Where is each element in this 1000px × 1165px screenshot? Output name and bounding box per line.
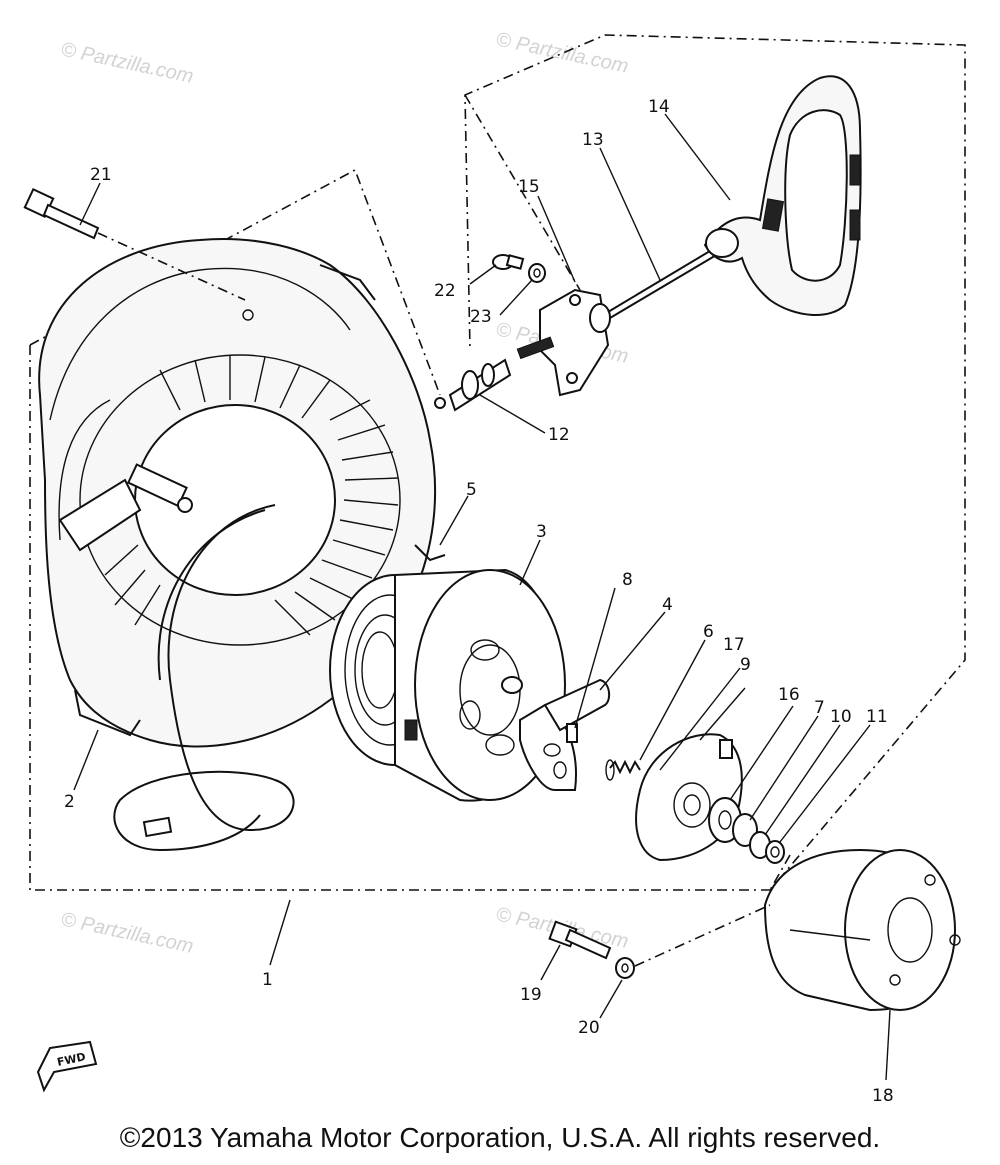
- bolt-21: [23, 187, 246, 301]
- callout-1: 1: [262, 970, 273, 990]
- callout-20: 20: [578, 1018, 600, 1038]
- washer-23: [528, 263, 546, 283]
- callout-21: 21: [90, 165, 112, 185]
- callout-19: 19: [520, 985, 542, 1005]
- callout-2: 2: [64, 792, 75, 812]
- washer-20: [615, 957, 635, 979]
- callout-12: 12: [548, 425, 570, 445]
- fwd-arrow-icon: FWD: [36, 1040, 98, 1093]
- assembly-boundary: [29, 34, 966, 891]
- callout-17: 17: [723, 635, 745, 655]
- guide-12: [434, 358, 512, 412]
- callout-labels: 1 2 3 4 5 6 7 8 9 10 11 12 13 14 15 16 1…: [64, 97, 894, 1106]
- callout-10: 10: [830, 707, 852, 727]
- callout-8: 8: [622, 570, 633, 590]
- callout-15: 15: [518, 177, 540, 197]
- copyright-notice: ©2013 Yamaha Motor Corporation, U.S.A. A…: [119, 1122, 881, 1153]
- callout-6: 6: [703, 622, 714, 642]
- callout-18: 18: [872, 1086, 894, 1106]
- callout-7: 7: [814, 698, 825, 718]
- starter-case: [38, 238, 437, 852]
- callout-3: 3: [536, 522, 547, 542]
- assembly-line: [634, 904, 771, 967]
- spring-6: [605, 759, 641, 781]
- watermark: © Partzilla.com: [59, 38, 195, 88]
- callout-22: 22: [434, 281, 456, 301]
- nut-11: [765, 840, 785, 864]
- spring-5: [414, 544, 446, 562]
- callout-16: 16: [778, 685, 800, 705]
- assembly-line: [769, 854, 791, 891]
- callout-23: 23: [470, 307, 492, 327]
- screw-22: [492, 254, 525, 270]
- fwd-label: FWD: [56, 1050, 87, 1069]
- handle-14: [703, 75, 862, 316]
- leader-lines: [73, 113, 891, 1081]
- callout-9: 9: [740, 655, 751, 675]
- callout-11: 11: [866, 707, 888, 727]
- callout-5: 5: [466, 480, 477, 500]
- pin-8: [566, 723, 578, 743]
- pulley-18: [763, 848, 961, 1012]
- pawl-4: [519, 678, 611, 791]
- callout-4: 4: [662, 595, 673, 615]
- callout-13: 13: [582, 130, 604, 150]
- callout-14: 14: [648, 97, 670, 117]
- rope-13: [607, 247, 719, 319]
- bolt-19: [548, 920, 612, 960]
- watermark: © Partzilla.com: [59, 908, 195, 958]
